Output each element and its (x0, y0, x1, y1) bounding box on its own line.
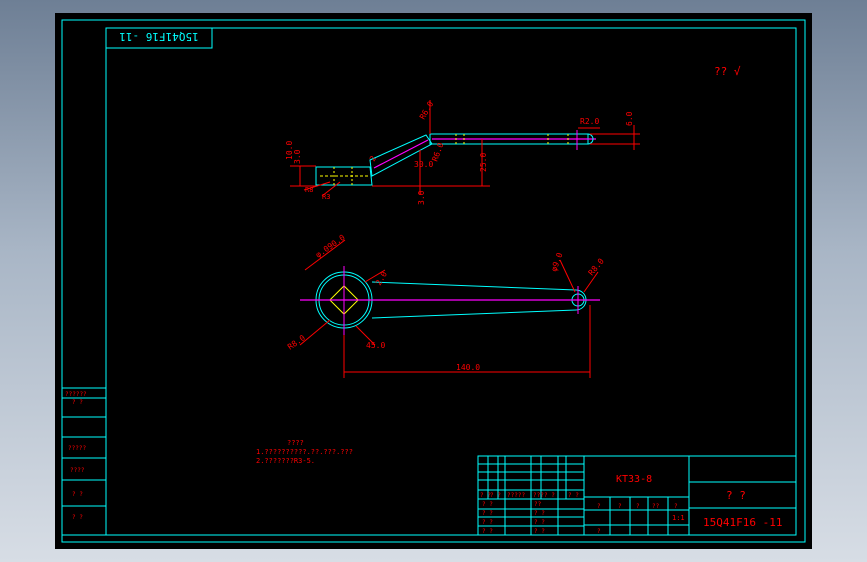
dim-phi: φ.090.0 (314, 233, 347, 260)
title-block (477, 455, 797, 536)
dim-r6: R6.0 (418, 100, 436, 121)
left-revision-block: ?????? ? ? ????? ???? ? ? ? ? (61, 387, 107, 536)
plan-view (299, 239, 600, 378)
header-cell-1: ? ? (490, 492, 501, 499)
part-name: KT33-8 (616, 474, 652, 485)
roughness-mark: ?? √ (714, 65, 741, 78)
dim-r60: R6.0 (430, 141, 445, 162)
dim-30: 30.0 (414, 160, 433, 169)
outer-border (61, 19, 806, 543)
drawing-number: 15Q41F16 -11 (703, 516, 782, 529)
dim-phi9: φ9.0 (549, 251, 564, 272)
stamp-text: 15Q41F16 -11 (119, 30, 198, 43)
header-cell-2: ????? (507, 492, 525, 499)
left-block-5: ? ? (72, 514, 83, 521)
dim-45: 45.0 (366, 341, 385, 350)
header-cell-4: ? ? (544, 492, 555, 499)
mid-cell-2: ? (636, 503, 640, 510)
dim-r2: R2.0 (580, 117, 599, 126)
cell-b-1: ? ? (534, 510, 545, 517)
company-name: ? ? (726, 489, 746, 502)
notes-line-2: 2.???????R3-5. (256, 457, 315, 465)
mid-cell-5: ? (597, 528, 601, 535)
dim-10: 10.0 (285, 141, 294, 160)
inner-border (105, 27, 797, 536)
cell-a-3: ? ? (482, 528, 493, 535)
notes-line-1: 1.??????????.??.???.??? (256, 448, 353, 456)
dim-6: 6.0 (625, 111, 634, 126)
cell-b-2: ? ? (534, 519, 545, 526)
left-block-1: ? ? (72, 399, 83, 406)
cell-b-0: ?? (534, 501, 542, 508)
left-block-4: ? ? (72, 491, 83, 498)
header-cell-3: ??? (533, 492, 544, 499)
dim-140: 140.0 (456, 363, 480, 372)
cell-a-1: ? ? (482, 510, 493, 517)
side-view (290, 100, 640, 197)
left-block-2: ????? (68, 445, 86, 452)
cell-a-0: ? ? (482, 501, 493, 508)
cell-a-2: ? ? (482, 519, 493, 526)
scale-value: 1:1 (672, 514, 685, 522)
cell-b-3: ? ? (534, 528, 545, 535)
dim-r3: R3 (322, 193, 330, 201)
dim-r8: R8 (305, 186, 313, 194)
dim-3b: 3.0 (417, 190, 426, 205)
dim-20: 2.0 (374, 270, 389, 287)
header-cell-5: ? ? (568, 492, 579, 499)
header-cell-0: ? ? (480, 492, 491, 499)
notes-title: ???? (287, 439, 304, 447)
dim-2: 2 (368, 154, 378, 163)
dim-3: 3.0 (293, 149, 302, 164)
dim-25: 25.0 (479, 153, 488, 172)
mid-cell-1: ? (618, 503, 622, 510)
mid-cell-4: ? (674, 503, 678, 510)
left-block-3: ???? (70, 467, 85, 474)
drawing-sheet (55, 13, 812, 549)
mid-cell-3: ?? (652, 503, 660, 510)
stamp-box (105, 27, 213, 49)
left-block-0: ?????? (65, 391, 87, 398)
dim-r8b: R8.0 (286, 333, 307, 352)
mid-cell-0: ? (597, 503, 601, 510)
